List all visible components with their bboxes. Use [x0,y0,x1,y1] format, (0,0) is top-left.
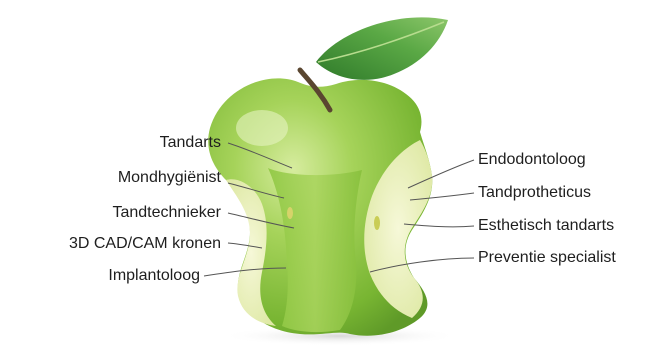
apple-leaf [316,17,448,80]
leader-line [407,159,475,189]
leaf-vein [317,21,445,63]
label-implantoloog: Implantoloog [108,267,200,284]
leader-line [409,192,475,201]
apple-stem [297,67,333,113]
leader-line [369,257,475,273]
leader-line [227,182,285,199]
label-mondhygienist: Mondhygiënist [117,169,221,186]
apple-seed [374,216,380,230]
apple-seed [287,207,293,219]
leader-line [227,212,295,229]
leader-line [227,142,293,169]
apple-highlight [236,110,288,146]
leader-lines-right [369,159,475,273]
label-tandtechnieker: Tandtechnieker [112,204,221,221]
label-tandprotheticus: Tandprotheticus [478,184,591,201]
leader-line [203,267,287,277]
label-tandarts: Tandarts [159,134,221,151]
label-endodontoloog: Endodontoloog [478,151,586,168]
label-3d-cad-cam-kronen: 3D CAD/CAM kronen [68,235,221,252]
label-esthetisch-tandarts: Esthetisch tandarts [478,217,615,234]
apple-shadow [220,326,460,346]
apple-flesh-left [226,179,276,326]
leader-lines-left [203,142,295,277]
label-preventie-specialist: Preventie specialist [478,249,616,266]
leader-line [403,223,475,228]
leader-line [227,242,263,249]
